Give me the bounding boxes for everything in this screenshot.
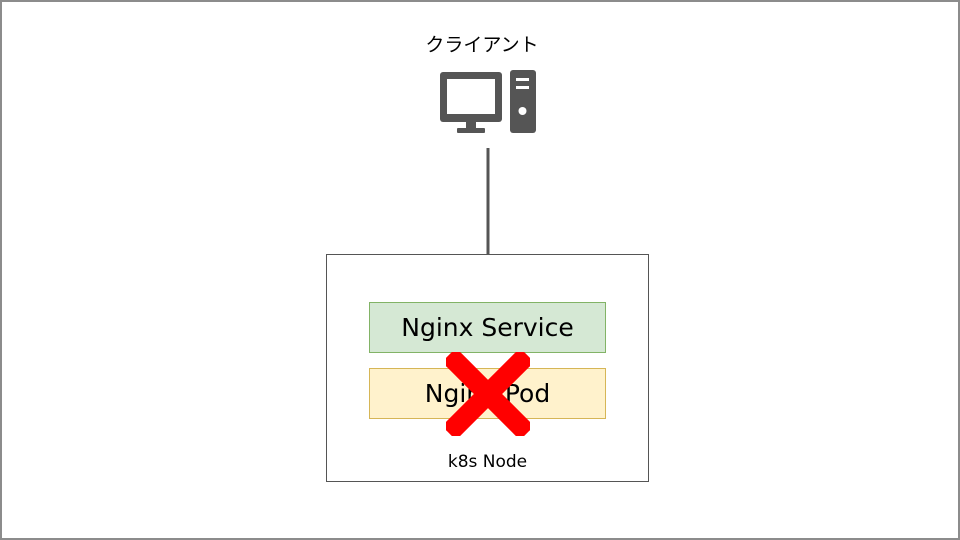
red-x-icon	[446, 352, 530, 436]
client-label: クライアント	[425, 34, 539, 56]
nginx-service-box: Nginx Service	[369, 302, 606, 353]
desktop-computer-icon	[440, 70, 536, 133]
nginx-service-label: Nginx Service	[401, 313, 574, 342]
k8s-node-label: k8s Node	[447, 452, 528, 472]
